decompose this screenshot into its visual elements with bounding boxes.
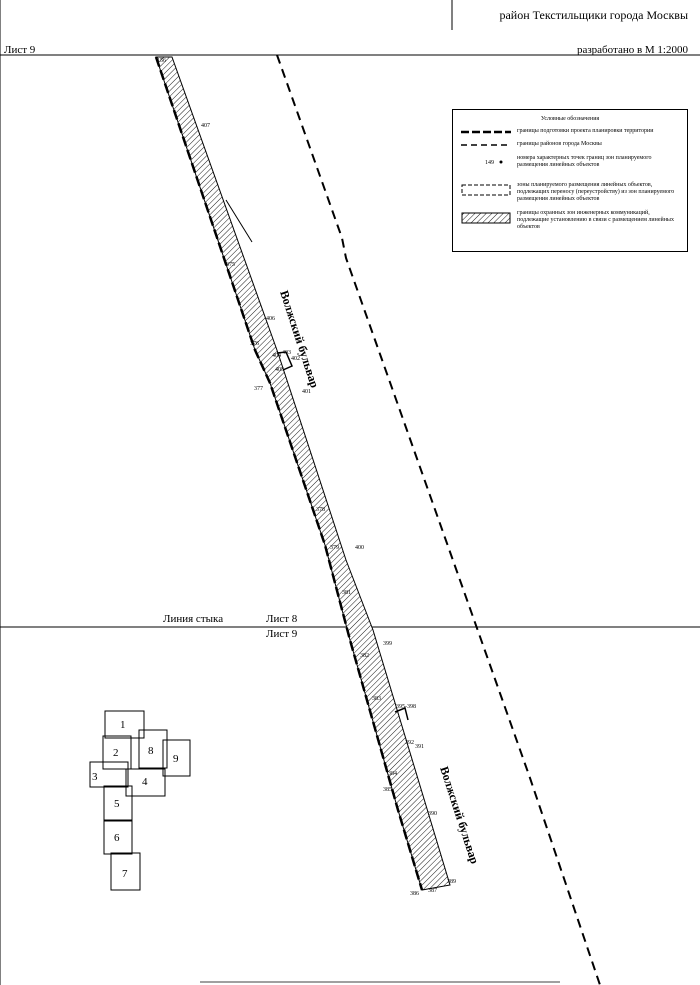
point-label-377: 377 <box>254 386 263 392</box>
legend-item-text: границы районов города Москвы <box>517 141 602 147</box>
point-label-404: 404 <box>272 353 281 359</box>
zone-notch <box>276 351 293 371</box>
point-label-384: 384 <box>388 771 397 777</box>
inset-sheet-7: 7 <box>122 868 128 880</box>
map-legend: Условные обозначения границы подготовки … <box>452 109 688 252</box>
hatched-rectangle-icon <box>461 212 511 224</box>
point-label-399: 399 <box>383 641 392 647</box>
dashed-line-icon <box>461 144 511 146</box>
point-label-395-398: 395-398 <box>396 704 416 710</box>
legend-item-relocation-zone: зоны планируемого размещения линейных об… <box>457 182 683 206</box>
side-tick <box>225 199 253 243</box>
point-label-385: 385 <box>383 787 392 793</box>
legend-item-text: номера характерных точек границ зон план… <box>517 155 652 168</box>
point-label-391: 391 <box>415 744 424 750</box>
legend-item-text: границы охранных зон инженерных коммуник… <box>517 210 674 230</box>
inset-sheet-9: 9 <box>173 753 179 765</box>
inset-sheet-5: 5 <box>114 798 120 810</box>
point-label-379: 379 <box>330 545 339 551</box>
inset-sheet-4: 4 <box>142 776 148 788</box>
point-label-375: 375 <box>226 262 235 268</box>
inset-sheet-1: 1 <box>120 719 126 731</box>
project-boundary-edge <box>154 56 424 891</box>
sheet-below-label: Лист 9 <box>266 628 298 640</box>
point-label-383: 383 <box>372 696 381 702</box>
join-line-label: Линия стыка <box>163 613 224 625</box>
sheet-index-inset <box>89 710 191 891</box>
legend-item-point-numbers: 149 номера характерных точек границ зон … <box>457 155 683 173</box>
legend-point-sample: 149 <box>485 160 494 166</box>
legend-item-district-boundary: границы районов города Москвы <box>457 141 683 151</box>
protection-zone-strip <box>155 56 451 891</box>
inset-sheet-6: 6 <box>114 832 120 844</box>
point-label-156: 156 <box>157 58 166 64</box>
point-label-389: 389 <box>447 879 456 885</box>
point-label-382: 382 <box>360 653 369 659</box>
scale-label: разработано в М 1:2000 <box>576 44 688 56</box>
point-label-401: 401 <box>302 389 311 395</box>
point-label-406: 406 <box>266 316 275 322</box>
sheet-above-label: Лист 8 <box>266 613 298 625</box>
point-label-381: 381 <box>342 590 351 596</box>
point-label-378: 378 <box>316 507 325 513</box>
point-label-376: 376 <box>250 341 259 347</box>
point-label-386: 386 <box>410 891 419 897</box>
thick-dashed-line-icon <box>461 130 511 134</box>
street-label-lower: Волжский бульвар <box>437 765 482 866</box>
point-label-403: 403 <box>282 350 291 356</box>
map-title: район Текстильщики города Москвы <box>499 8 688 22</box>
legend-item-text: зоны планируемого размещения линейных об… <box>517 182 675 202</box>
point-label-407: 407 <box>201 123 210 129</box>
point-label-387: 387 <box>428 888 437 894</box>
dashed-rectangle-icon <box>461 184 511 196</box>
point-number-icon: 149 <box>485 160 503 166</box>
sheet-label: Лист 9 <box>4 44 36 56</box>
legend-item-protection-zone: границы охранных зон инженерных коммуник… <box>457 210 683 234</box>
legend-item-text: границы подготовки проекта планировки те… <box>517 128 654 134</box>
zone-notch-lower <box>394 706 409 721</box>
inset-sheet-2: 2 <box>113 747 119 759</box>
point-label-405: 405 <box>275 367 284 373</box>
legend-title: Условные обозначения <box>540 116 600 122</box>
inset-sheet-8: 8 <box>148 745 154 757</box>
district-boundary <box>276 54 601 985</box>
legend-item-project-boundary: границы подготовки проекта планировки те… <box>457 128 683 138</box>
sheet-index-numbers: 1 2 8 9 3 4 5 6 7 <box>92 719 179 880</box>
point-label-392: 392 <box>405 740 414 746</box>
point-label-400: 400 <box>355 545 364 551</box>
inset-sheet-3: 3 <box>92 771 98 783</box>
point-label-402: 402 <box>291 356 300 362</box>
point-label-390: 390 <box>428 811 437 817</box>
